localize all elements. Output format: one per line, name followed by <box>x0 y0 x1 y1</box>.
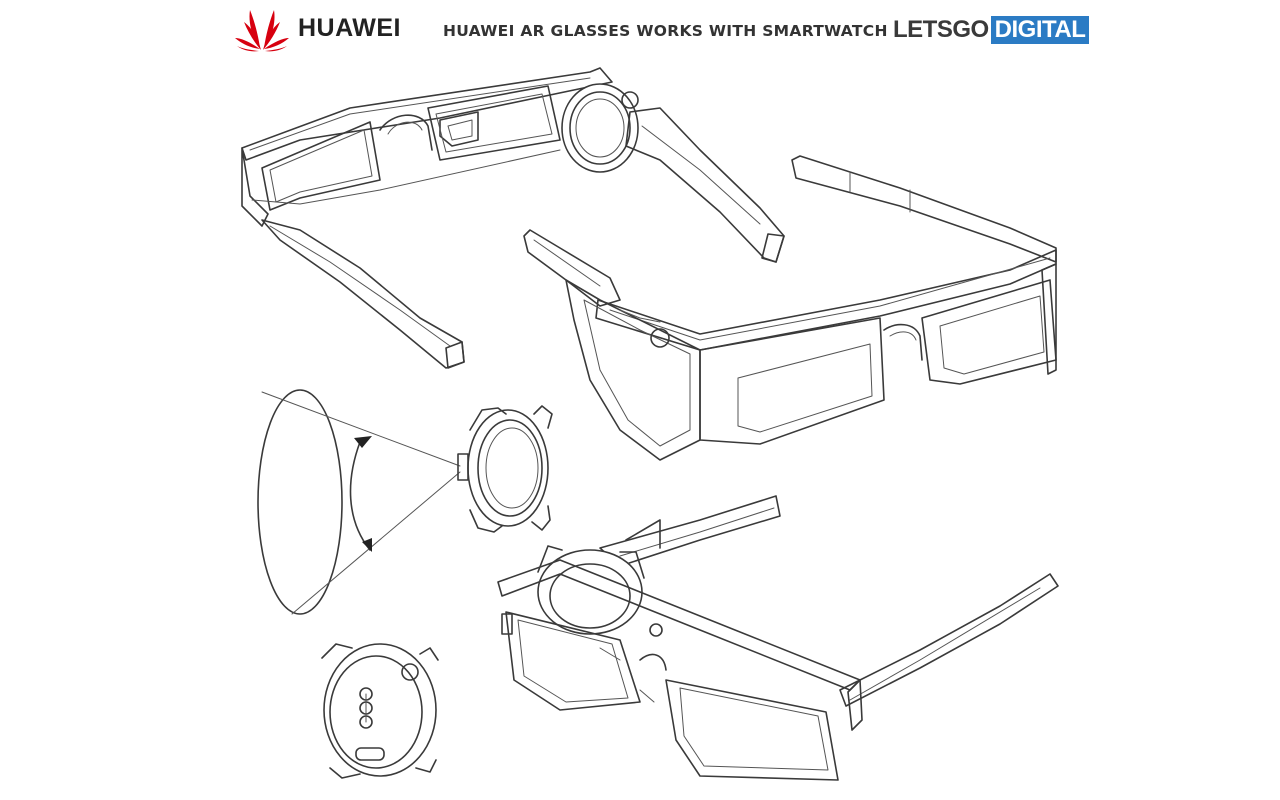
huawei-wordmark: HUAWEI <box>298 14 401 42</box>
watermark-part1: LETSGO <box>893 16 989 43</box>
watermark-part2: DIGITAL <box>990 16 1090 44</box>
page-headline: HUAWEI AR GLASSES WORKS WITH SMARTWATCH <box>443 22 888 40</box>
figure-glasses-front-view <box>523 155 1057 461</box>
figure-glasses-rear-view <box>241 67 785 369</box>
letsgodigital-watermark: LETSGO DIGITAL <box>893 16 1090 44</box>
figure-watch-projection <box>257 389 553 615</box>
figure-watch-bottom <box>321 643 439 779</box>
figure-glasses-perspective <box>497 495 1059 781</box>
huawei-flower-icon <box>235 10 289 52</box>
header: HUAWEI HUAWEI AR GLASSES WORKS WITH SMAR… <box>0 0 1280 60</box>
